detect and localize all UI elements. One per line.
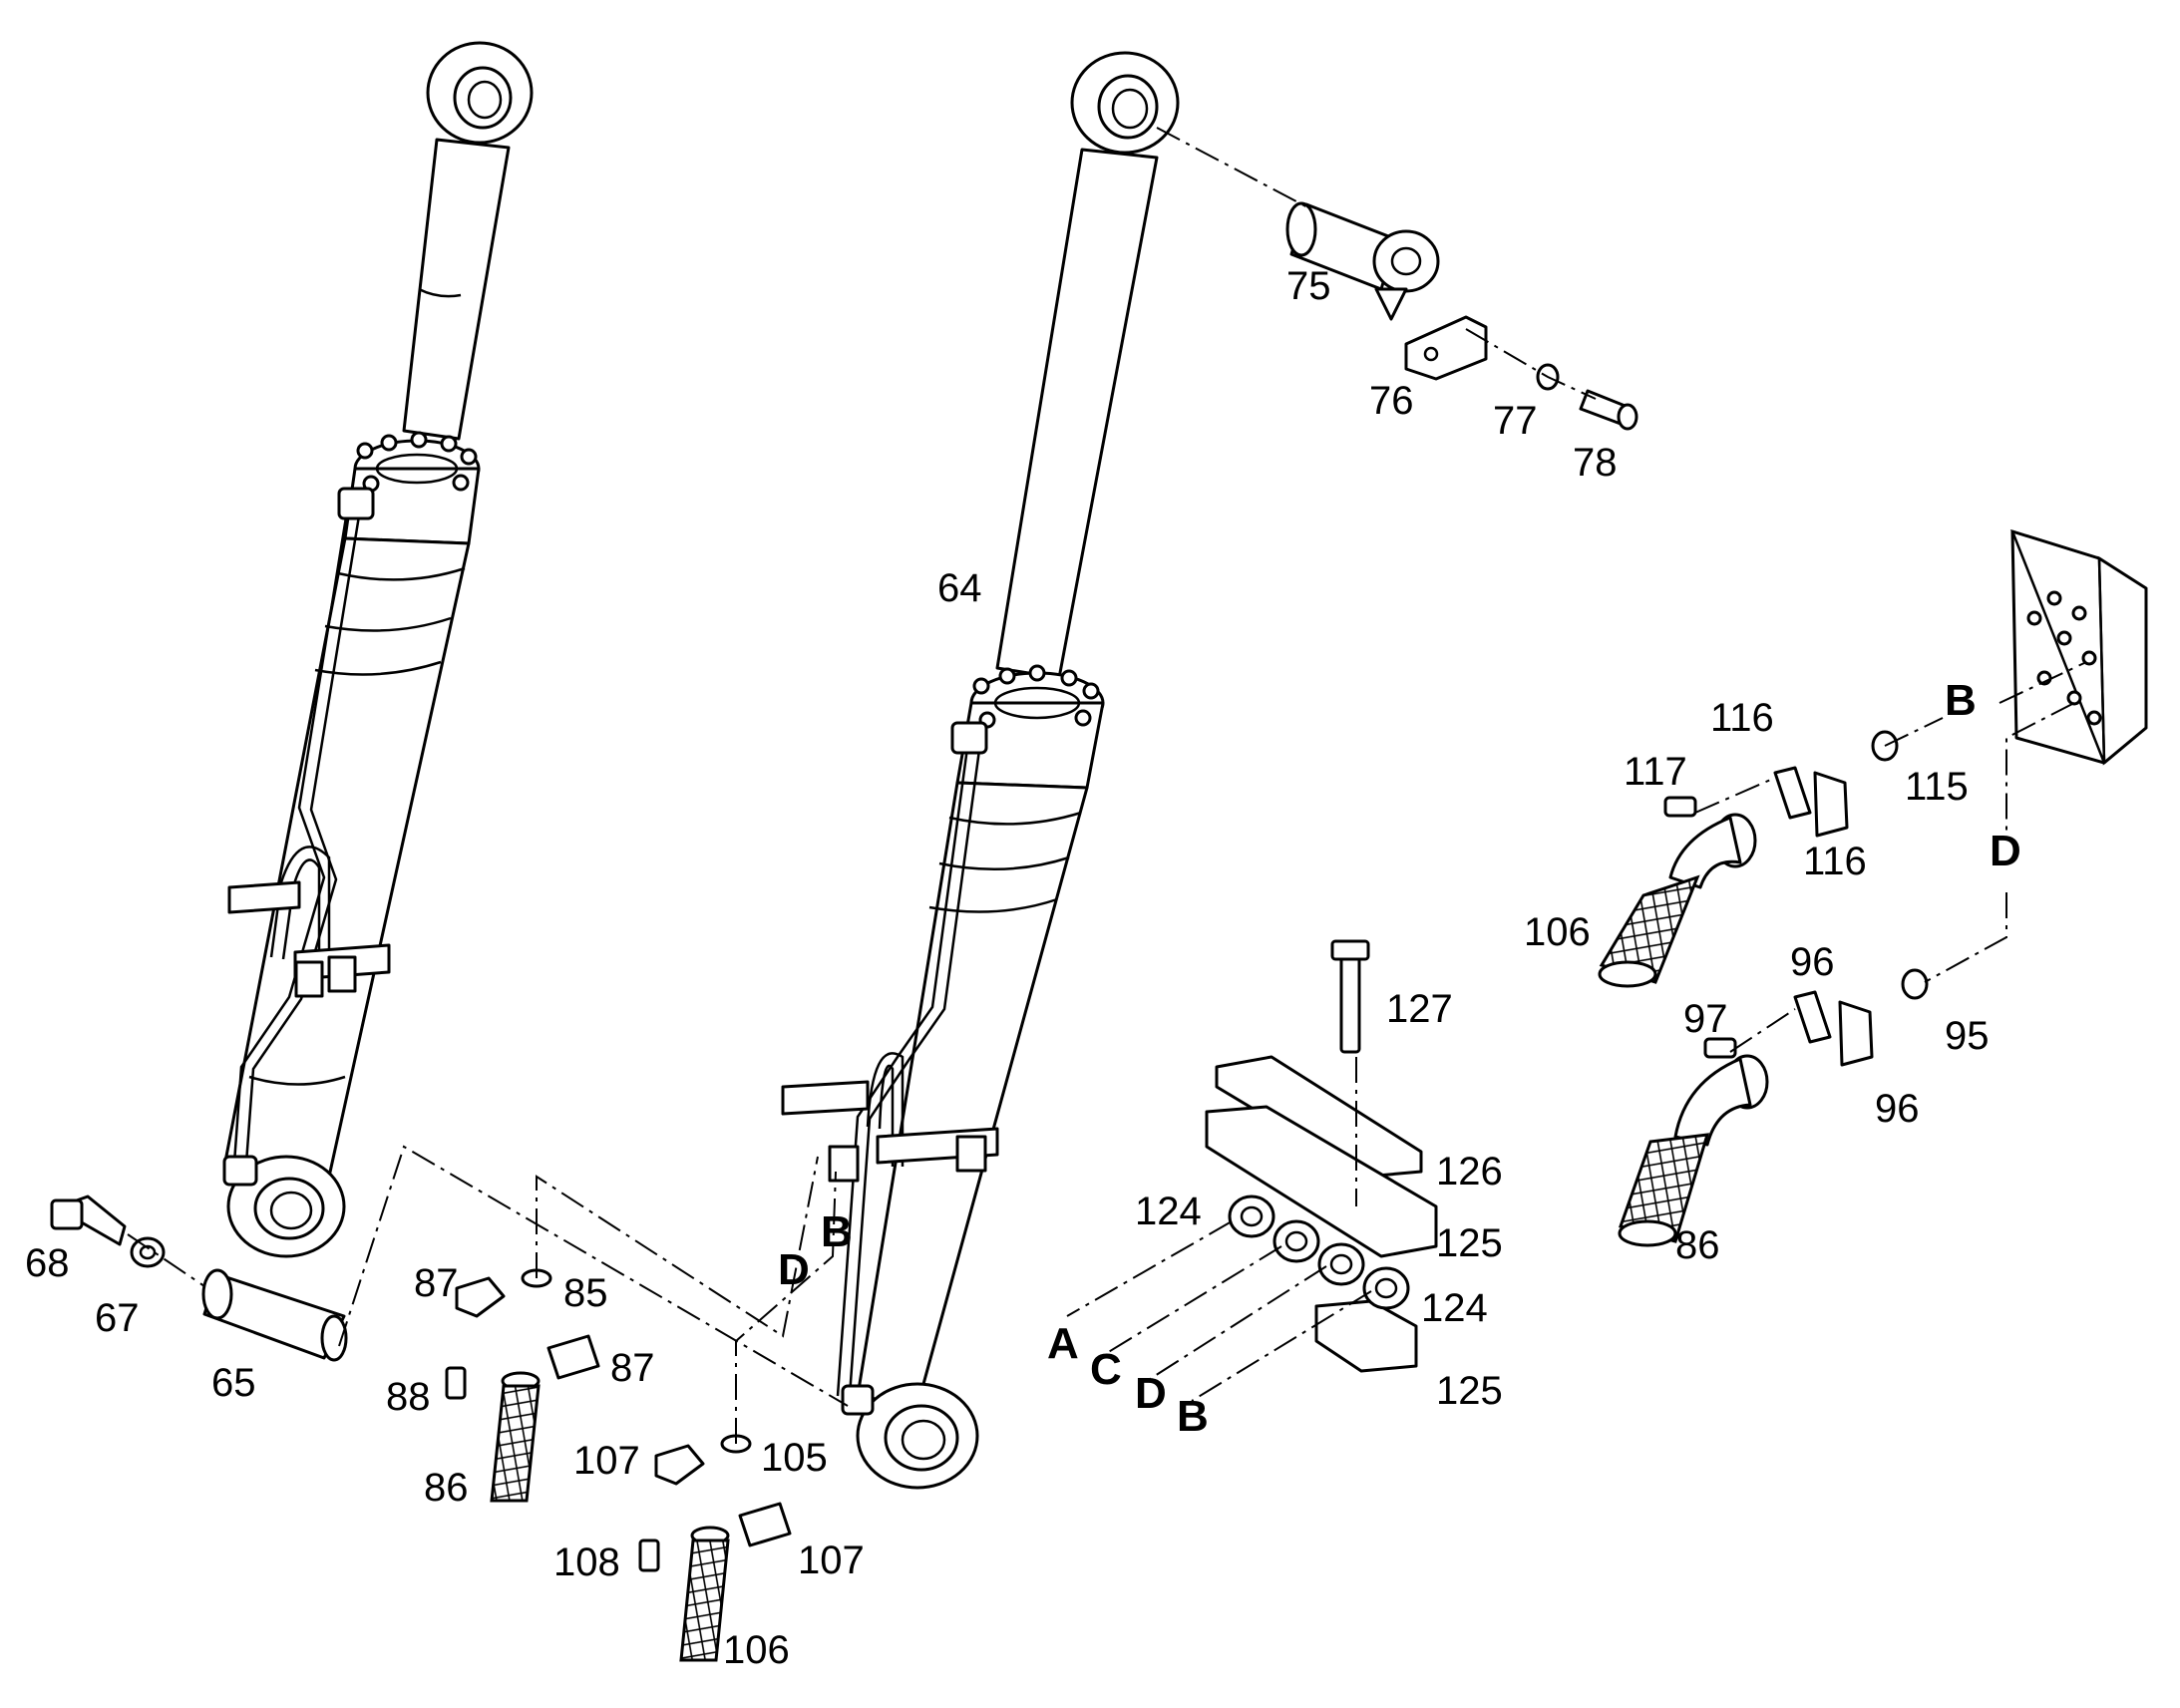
callout-125-top: 125 xyxy=(1436,1221,1503,1265)
left-hydraulic-cylinder xyxy=(222,41,534,1258)
callout-107-bottom: 107 xyxy=(798,1538,865,1582)
callout-87-top: 87 xyxy=(414,1261,459,1305)
hose-fitting-86-right xyxy=(1618,968,1929,1247)
leader-lines xyxy=(127,127,2085,1444)
callout-96-bottom: 96 xyxy=(1875,1087,1920,1131)
callout-86-left: 86 xyxy=(424,1466,469,1510)
callout-124-top: 124 xyxy=(1135,1190,1202,1233)
center-hydraulic-cylinder xyxy=(781,51,1180,1490)
letter-B-cylinder: B xyxy=(821,1207,853,1256)
connection-letters: B D A C D B B D xyxy=(778,676,2021,1441)
callout-95: 95 xyxy=(1945,1014,1990,1058)
callout-64: 64 xyxy=(937,566,982,610)
callout-124-right: 124 xyxy=(1421,1286,1488,1330)
callout-76: 76 xyxy=(1369,379,1414,423)
letter-D-clamp: D xyxy=(1135,1369,1167,1418)
callout-115: 115 xyxy=(1905,765,1969,809)
letter-A-clamp: A xyxy=(1047,1319,1079,1368)
callout-117: 117 xyxy=(1624,750,1687,794)
callout-125-bottom: 125 xyxy=(1436,1369,1503,1413)
callout-86-right: 86 xyxy=(1675,1223,1720,1267)
callout-96-top: 96 xyxy=(1790,940,1835,984)
callout-88: 88 xyxy=(386,1375,431,1419)
letter-B-manifold: B xyxy=(1945,676,1977,725)
callout-105: 105 xyxy=(761,1436,828,1480)
letter-D-cylinder: D xyxy=(778,1245,810,1294)
callout-87-bottom: 87 xyxy=(610,1346,655,1390)
callout-67: 67 xyxy=(95,1296,140,1340)
callout-127: 127 xyxy=(1386,987,1453,1031)
hose-fitting-106-right xyxy=(1598,730,1899,988)
letter-B-clamp: B xyxy=(1177,1392,1209,1441)
clamp-assembly xyxy=(1205,939,1438,1373)
manifold-block xyxy=(2009,529,2148,766)
callout-116-bottom: 116 xyxy=(1803,840,1867,883)
callout-65: 65 xyxy=(211,1361,256,1405)
callout-116-top: 116 xyxy=(1710,696,1774,740)
callout-97: 97 xyxy=(1683,997,1728,1041)
pin-assembly-top xyxy=(1285,201,1638,431)
callout-126: 126 xyxy=(1436,1150,1503,1194)
callout-106-right: 106 xyxy=(1524,910,1591,954)
callout-107-top: 107 xyxy=(573,1439,640,1483)
callout-85: 85 xyxy=(563,1271,608,1315)
callout-78: 78 xyxy=(1573,441,1618,485)
callout-106-bottom: 106 xyxy=(723,1628,790,1672)
callout-77: 77 xyxy=(1493,399,1538,443)
letter-D-manifold: D xyxy=(1990,827,2021,875)
callout-labels: 64 65 67 68 75 76 77 78 85 86 86 87 87 8… xyxy=(25,264,1990,1672)
callout-108: 108 xyxy=(553,1540,620,1584)
pin-assembly-left xyxy=(50,1195,348,1362)
callout-68: 68 xyxy=(25,1241,70,1285)
callout-75: 75 xyxy=(1286,264,1331,308)
letter-C-clamp: C xyxy=(1090,1345,1122,1394)
